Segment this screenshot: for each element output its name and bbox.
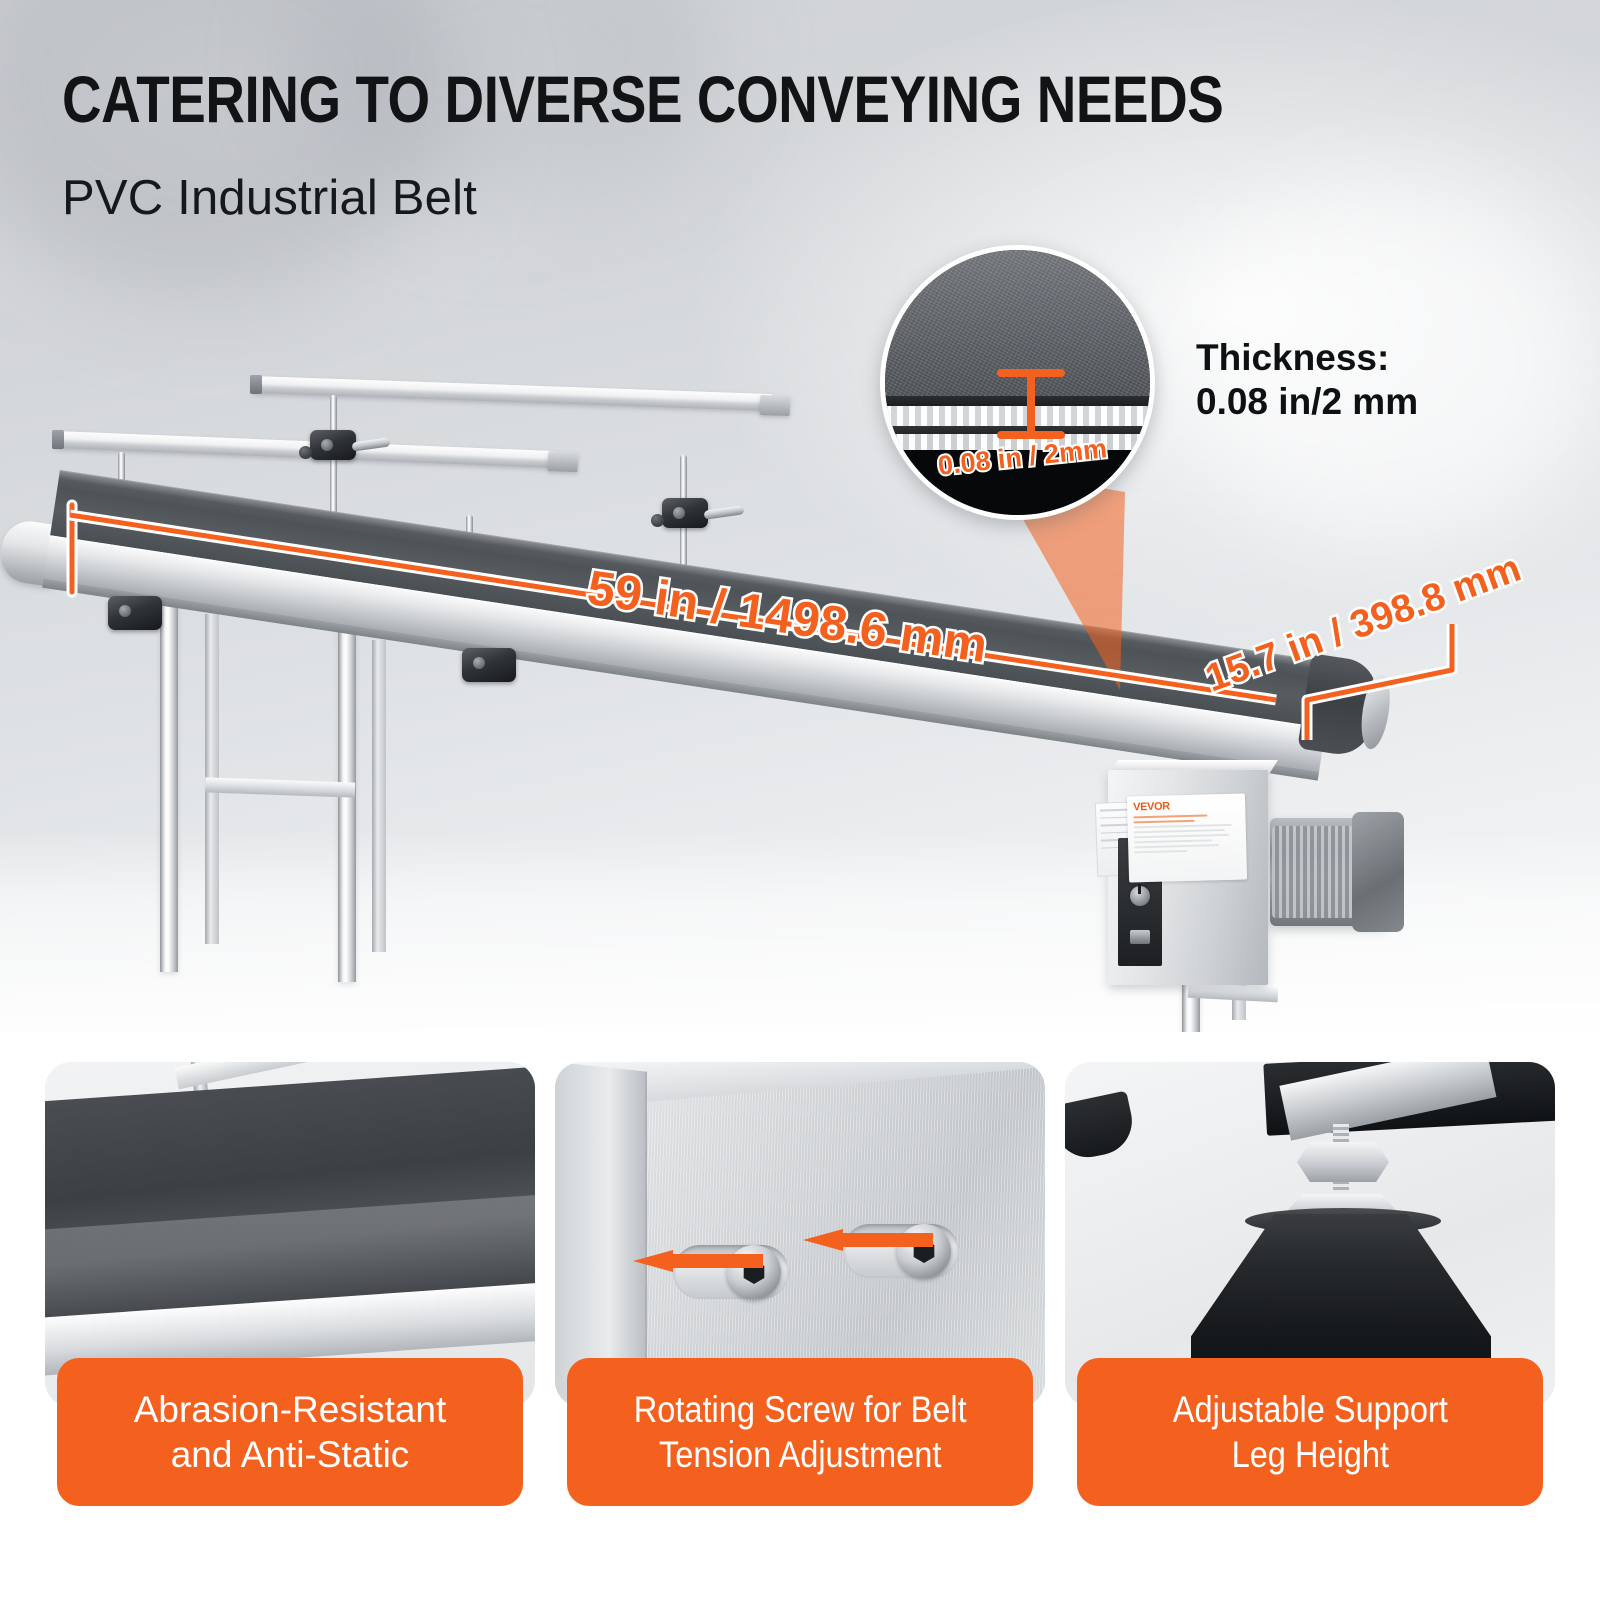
rail-clamp-3[interactable] bbox=[310, 430, 356, 460]
feature-cards-section: Abrasion-Resistant and Anti-Static Rotat… bbox=[0, 1033, 1600, 1600]
conveyor-product-image: VEVOR bbox=[0, 375, 1404, 1033]
feature-card-abrasion-resistant: Abrasion-Resistant and Anti-Static bbox=[45, 1062, 535, 1570]
thickness-caliper-icon bbox=[997, 369, 1065, 439]
stand-cross-brace bbox=[204, 777, 356, 798]
motor-cooling-fins bbox=[1272, 826, 1358, 918]
rail-base-clamp-2[interactable] bbox=[462, 648, 516, 682]
feature-card-adjustable-leg: Adjustable Support Leg Height bbox=[1065, 1062, 1555, 1570]
hero-section: CATERING TO DIVERSE CONVEYING NEEDS PVC … bbox=[0, 0, 1600, 1033]
page-title: CATERING TO DIVERSE CONVEYING NEEDS bbox=[62, 62, 1224, 136]
power-switch[interactable] bbox=[1130, 930, 1150, 944]
caption-line-2b: Tension Adjustment bbox=[658, 1434, 942, 1475]
feature-caption-text-3: Adjustable Support Leg Height bbox=[1172, 1387, 1447, 1477]
caption-line-3b: Leg Height bbox=[1231, 1434, 1389, 1475]
guide-rail-front-cap-left bbox=[52, 430, 64, 449]
guide-rail-rear-endcap bbox=[759, 395, 791, 417]
guide-rail-front-endcap bbox=[547, 451, 579, 473]
feature-photo-adjustable-foot bbox=[1065, 1062, 1555, 1407]
rail-knob-ball-3[interactable] bbox=[299, 446, 312, 459]
thickness-label: Thickness: bbox=[1196, 337, 1390, 378]
rail-knob-arm-4[interactable] bbox=[703, 505, 745, 520]
feature-photo-tension-screws bbox=[555, 1062, 1045, 1407]
caption-line-2a: Rotating Screw for Belt bbox=[633, 1388, 967, 1430]
vevor-product-label: VEVOR bbox=[1126, 793, 1248, 883]
rail-base-clamp-1[interactable] bbox=[108, 596, 162, 630]
vevor-brand-text: VEVOR bbox=[1133, 800, 1170, 814]
thickness-value: 0.08 in/2 mm bbox=[1196, 380, 1419, 422]
belt-fabric-layer-1 bbox=[885, 406, 1150, 428]
thickness-magnifier-circle: 0.08 in / 2mm bbox=[880, 245, 1155, 520]
feature-caption-1: Abrasion-Resistant and Anti-Static bbox=[57, 1358, 523, 1506]
caption-line-1b: and Anti-Static bbox=[170, 1434, 410, 1475]
thickness-callout: Thickness: 0.08 in/2 mm bbox=[1196, 336, 1418, 423]
motor-gearbox bbox=[1352, 812, 1404, 932]
feature-caption-3: Adjustable Support Leg Height bbox=[1077, 1358, 1543, 1506]
belt-fabric-layer-2 bbox=[885, 434, 1150, 452]
caption-line-3a: Adjustable Support bbox=[1172, 1388, 1448, 1430]
stand-leg-rear-right bbox=[372, 640, 386, 952]
feature-card-tension-screw: Rotating Screw for Belt Tension Adjustme… bbox=[555, 1062, 1045, 1570]
belt-layer-dark-1 bbox=[885, 396, 1150, 408]
caption-line-1a: Abrasion-Resistant bbox=[133, 1388, 447, 1430]
rail-clamp-4[interactable] bbox=[662, 498, 708, 528]
rail-knob-ball-4[interactable] bbox=[651, 514, 664, 527]
feature-caption-text-2: Rotating Screw for Belt Tension Adjustme… bbox=[634, 1387, 967, 1477]
feature-photo-belt-surface bbox=[45, 1062, 535, 1407]
page-subtitle: PVC Industrial Belt bbox=[62, 171, 478, 225]
direction-arrow-icon-1 bbox=[633, 1250, 763, 1272]
stand-leg-front-right bbox=[338, 630, 356, 982]
guide-rail-rear-cap-left bbox=[250, 375, 262, 394]
feature-caption-2: Rotating Screw for Belt Tension Adjustme… bbox=[567, 1358, 1033, 1506]
direction-arrow-icon-2 bbox=[803, 1229, 933, 1251]
hex-nut-upper[interactable] bbox=[1297, 1142, 1389, 1182]
feature-caption-text-1: Abrasion-Resistant and Anti-Static bbox=[134, 1387, 447, 1477]
panel-left-edge bbox=[555, 1062, 647, 1407]
rail-post-3 bbox=[330, 395, 337, 525]
speed-knob-indicator bbox=[1138, 884, 1141, 894]
belt-backing bbox=[885, 450, 1150, 515]
stand-cross-brace-right bbox=[1187, 982, 1279, 1003]
